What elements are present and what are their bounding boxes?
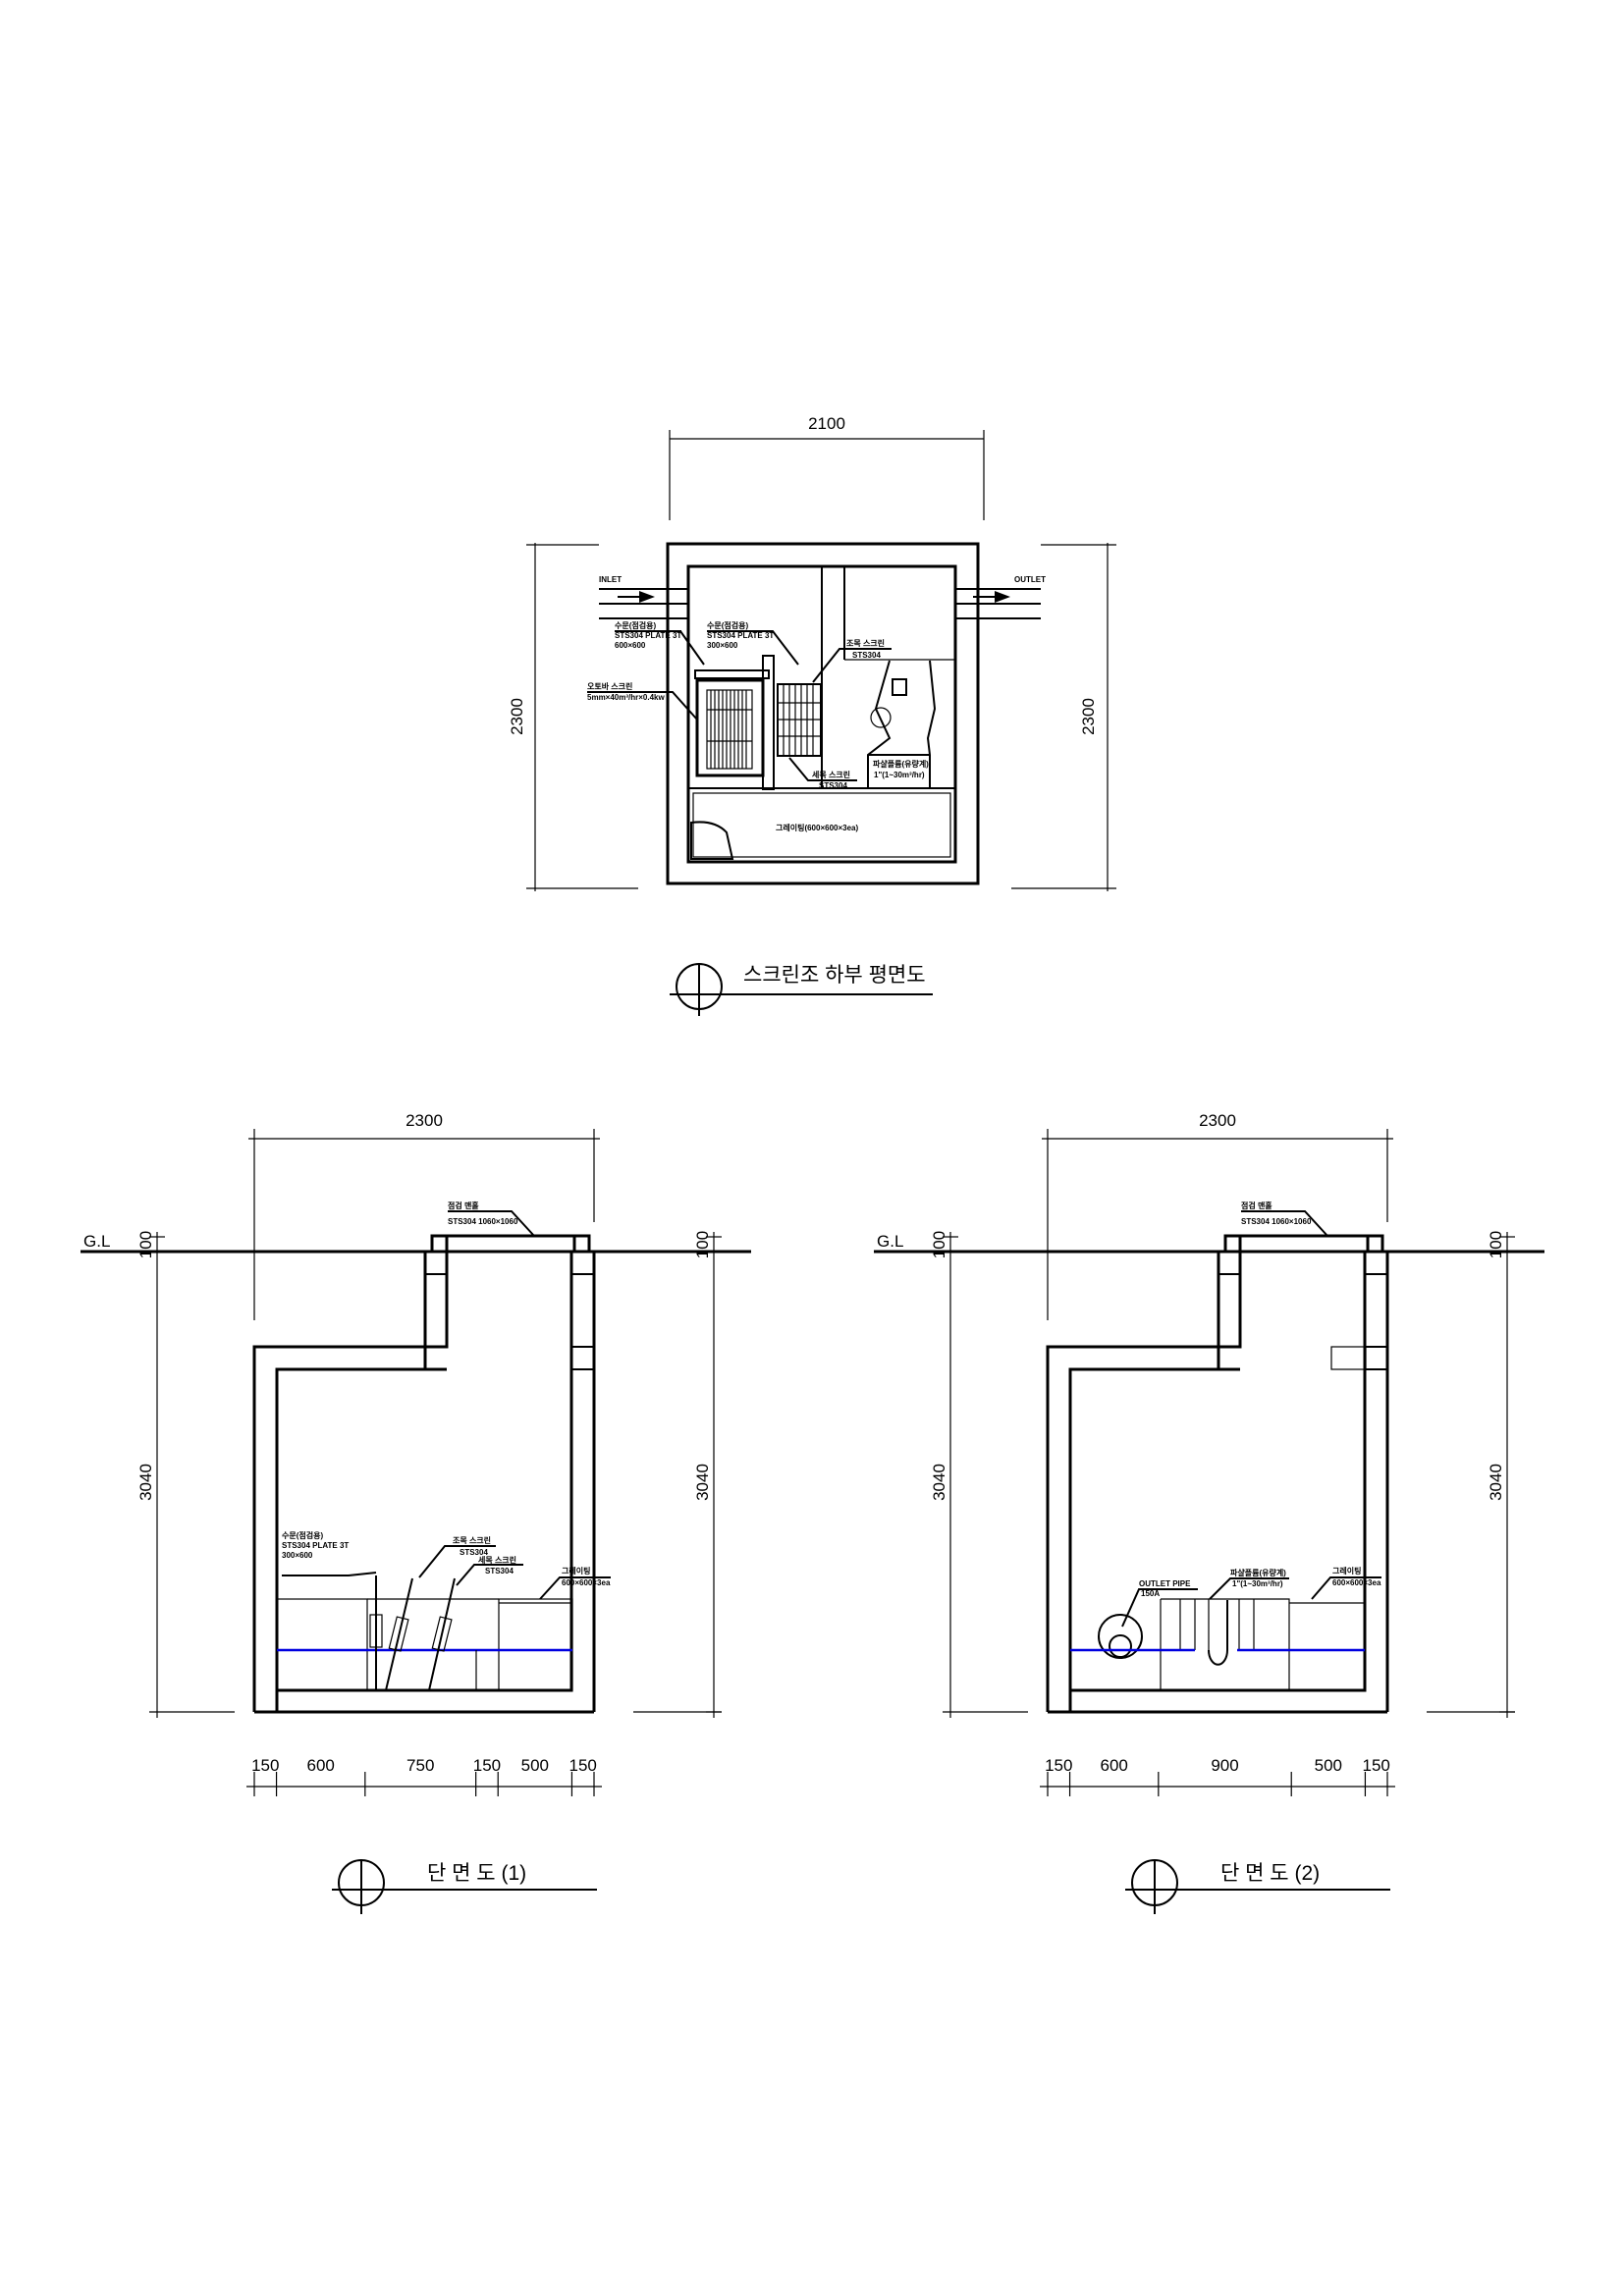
fine-spec: STS304 bbox=[485, 1567, 514, 1575]
plan-title-block: 스크린조 하부 평면도 bbox=[670, 963, 933, 1016]
depth-dim: 3040 bbox=[1487, 1464, 1505, 1501]
plan-height-dim-right: 2300 bbox=[1079, 698, 1098, 735]
gate-label: 수문(점검용) bbox=[282, 1530, 323, 1540]
fine-screen-spec: STS304 bbox=[819, 781, 847, 790]
gate-spec: STS304 PLATE 3T bbox=[282, 1541, 349, 1550]
gl-offset-dim: 100 bbox=[1487, 1231, 1505, 1258]
grating-spec: 600×600×3ea bbox=[1332, 1578, 1381, 1587]
flume-spec: 1"(1~30m³/hr) bbox=[1232, 1579, 1283, 1588]
outlet-pipe-label: OUTLET PIPE bbox=[1139, 1579, 1191, 1588]
ground-level-label: G.L bbox=[83, 1232, 110, 1251]
bottom-dim-value: 150 bbox=[251, 1756, 279, 1775]
bottom-dim-value: 500 bbox=[1315, 1756, 1342, 1775]
plan-height-dim-left: 2300 bbox=[508, 698, 526, 735]
auto-screen-spec: 5mm×40m³/hr×0.4kw bbox=[587, 693, 665, 702]
grating-hatch bbox=[690, 821, 734, 860]
coarse-label: 조목 스크린 bbox=[453, 1535, 491, 1545]
auto-screen-label: 오토바 스크린 bbox=[587, 681, 632, 691]
wall-joints bbox=[1218, 1273, 1387, 1370]
plan-title: 스크린조 하부 평면도 bbox=[743, 964, 926, 987]
tank-walls bbox=[252, 1252, 596, 1714]
grating-area bbox=[687, 787, 956, 863]
leader-line bbox=[1241, 1210, 1328, 1237]
tank-outer-wall bbox=[666, 542, 980, 885]
ground-level-label: G.L bbox=[877, 1232, 903, 1251]
top-width-dim: 2300 bbox=[406, 1111, 443, 1130]
wall-joints bbox=[425, 1273, 594, 1370]
top-width-dim: 2300 bbox=[1199, 1111, 1236, 1130]
flume-label: 파샬플륨(유량계) bbox=[1230, 1568, 1286, 1577]
coarse-spec: STS304 bbox=[460, 1548, 488, 1557]
gate1-spec: STS304 PLATE 3T bbox=[615, 631, 681, 640]
tank-walls bbox=[1046, 1252, 1389, 1714]
bottom-dim-value: 600 bbox=[1101, 1756, 1128, 1775]
bottom-dim-value: 150 bbox=[569, 1756, 597, 1775]
fine-screen-label: 세목 스크린 bbox=[812, 770, 850, 779]
fine-screen bbox=[777, 683, 822, 757]
leader-line bbox=[448, 1210, 535, 1237]
section-1: G.L 점검 맨홀 STS304 1060×1060 2300 3040 100 3040 1… bbox=[81, 1111, 751, 1914]
grating-label: 그레이팅(600×600×3ea) bbox=[776, 823, 858, 832]
manhole-label: 점검 맨홀 bbox=[1241, 1201, 1272, 1210]
depth-dim: 3040 bbox=[930, 1464, 948, 1501]
fine-screen bbox=[428, 1577, 456, 1691]
manhole-cover bbox=[1223, 1234, 1384, 1252]
leader-line bbox=[615, 630, 705, 666]
gl-offset-dim: 100 bbox=[930, 1231, 948, 1258]
inlet-label: INLET bbox=[599, 575, 622, 584]
gl-offset-dim: 100 bbox=[136, 1231, 155, 1258]
fine-label: 세목 스크린 bbox=[478, 1555, 516, 1565]
grating-support bbox=[1330, 1346, 1367, 1370]
manhole-cover bbox=[430, 1234, 591, 1252]
grating-spec: 600×600×3ea bbox=[562, 1578, 611, 1587]
gate2-label: 수문(점검용) bbox=[707, 620, 748, 630]
plan-view: 2100 2300 2300 INLET OUTLET bbox=[508, 414, 1116, 1016]
gate-size: 300×600 bbox=[282, 1551, 313, 1560]
outlet-arrow-icon bbox=[973, 591, 1010, 603]
gl-offset-dim: 100 bbox=[693, 1231, 712, 1258]
gate2-spec: STS304 PLATE 3T bbox=[707, 631, 774, 640]
leader-line bbox=[788, 757, 857, 781]
bottom-dim-value: 150 bbox=[1363, 1756, 1390, 1775]
coarse-screen-label: 조목 스크린 bbox=[846, 638, 885, 648]
bottom-dim-value: 600 bbox=[307, 1756, 335, 1775]
outlet-label: OUTLET bbox=[1014, 575, 1046, 584]
leader-line bbox=[812, 648, 892, 683]
bottom-dim-value: 500 bbox=[521, 1756, 549, 1775]
flume-label: 파샬플륨(유량계) bbox=[873, 759, 929, 769]
section-2: G.L 점검 맨홀 STS304 1060×1060 2300 3040 100 3040 1… bbox=[874, 1111, 1544, 1914]
bottom-dim-value: 900 bbox=[1211, 1756, 1238, 1775]
grating-label: 그레이팅 bbox=[562, 1566, 590, 1575]
auto-bar-screen bbox=[694, 655, 775, 790]
bottom-dim-value: 750 bbox=[406, 1756, 434, 1775]
flume-spec: 1"(1~30m³/hr) bbox=[874, 771, 925, 779]
inlet-pipe: INLET bbox=[599, 575, 688, 619]
grating-label: 그레이팅 bbox=[1332, 1566, 1361, 1575]
manhole-label: 점검 맨홀 bbox=[448, 1201, 479, 1210]
outlet-pipe: OUTLET bbox=[955, 575, 1046, 619]
manhole-spec: STS304 1060×1060 bbox=[1241, 1217, 1312, 1226]
section-title: 단 면 도 (2) bbox=[1220, 1862, 1320, 1885]
depth-dim: 3040 bbox=[693, 1464, 712, 1501]
gate1-size: 600×600 bbox=[615, 641, 646, 650]
leader-line bbox=[587, 691, 698, 721]
manhole-spec: STS304 1060×1060 bbox=[448, 1217, 518, 1226]
leader-line bbox=[707, 630, 799, 666]
parshall-flume bbox=[867, 660, 937, 788]
outlet-pipe-size: 150A bbox=[1141, 1589, 1160, 1598]
outlet-pipe-inner bbox=[1109, 1634, 1132, 1658]
depth-dim: 3040 bbox=[136, 1464, 155, 1501]
section-title: 단 면 도 (1) bbox=[427, 1862, 526, 1885]
plan-width-dim: 2100 bbox=[808, 414, 845, 433]
flume-throat bbox=[1208, 1600, 1228, 1666]
inlet-arrow-icon bbox=[618, 591, 655, 603]
bottom-dim-value: 150 bbox=[473, 1756, 501, 1775]
coarse-screen bbox=[385, 1577, 413, 1691]
gate2-size: 300×600 bbox=[707, 641, 738, 650]
gate1-label: 수문(점검용) bbox=[615, 620, 656, 630]
bottom-dim-value: 150 bbox=[1045, 1756, 1072, 1775]
coarse-screen-spec: STS304 bbox=[852, 651, 881, 660]
